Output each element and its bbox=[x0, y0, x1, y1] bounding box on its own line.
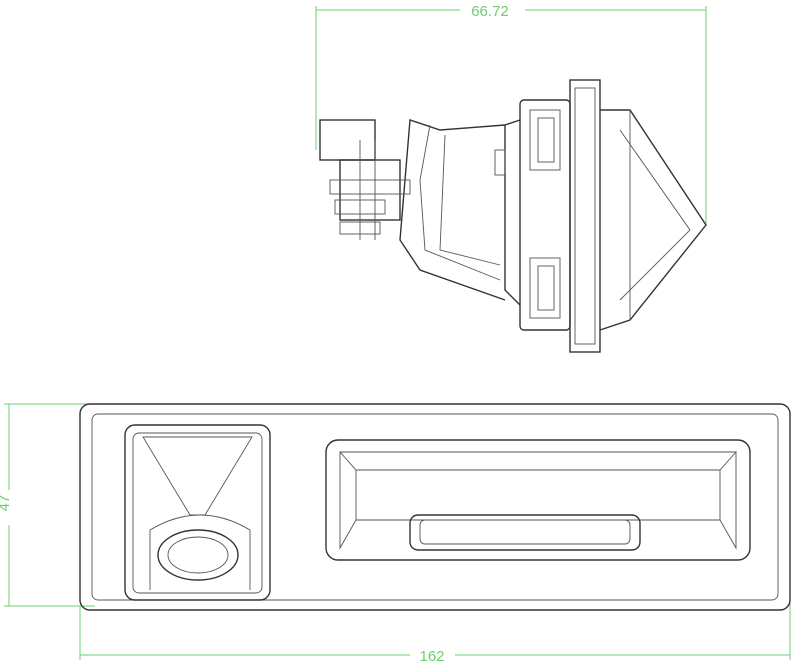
camera-lens-housing bbox=[124, 424, 271, 601]
side-width-dimension: 66.72 bbox=[315, 3, 707, 225]
front-view bbox=[79, 403, 791, 611]
handle-recess bbox=[325, 439, 751, 561]
side-view bbox=[319, 79, 707, 353]
side-width-label: 66.72 bbox=[471, 3, 509, 20]
front-height-dimension: 47 bbox=[0, 403, 95, 607]
front-height-label: 47 bbox=[0, 495, 13, 512]
front-width-label: 162 bbox=[419, 648, 444, 662]
front-width-dimension: 162 bbox=[79, 600, 791, 662]
